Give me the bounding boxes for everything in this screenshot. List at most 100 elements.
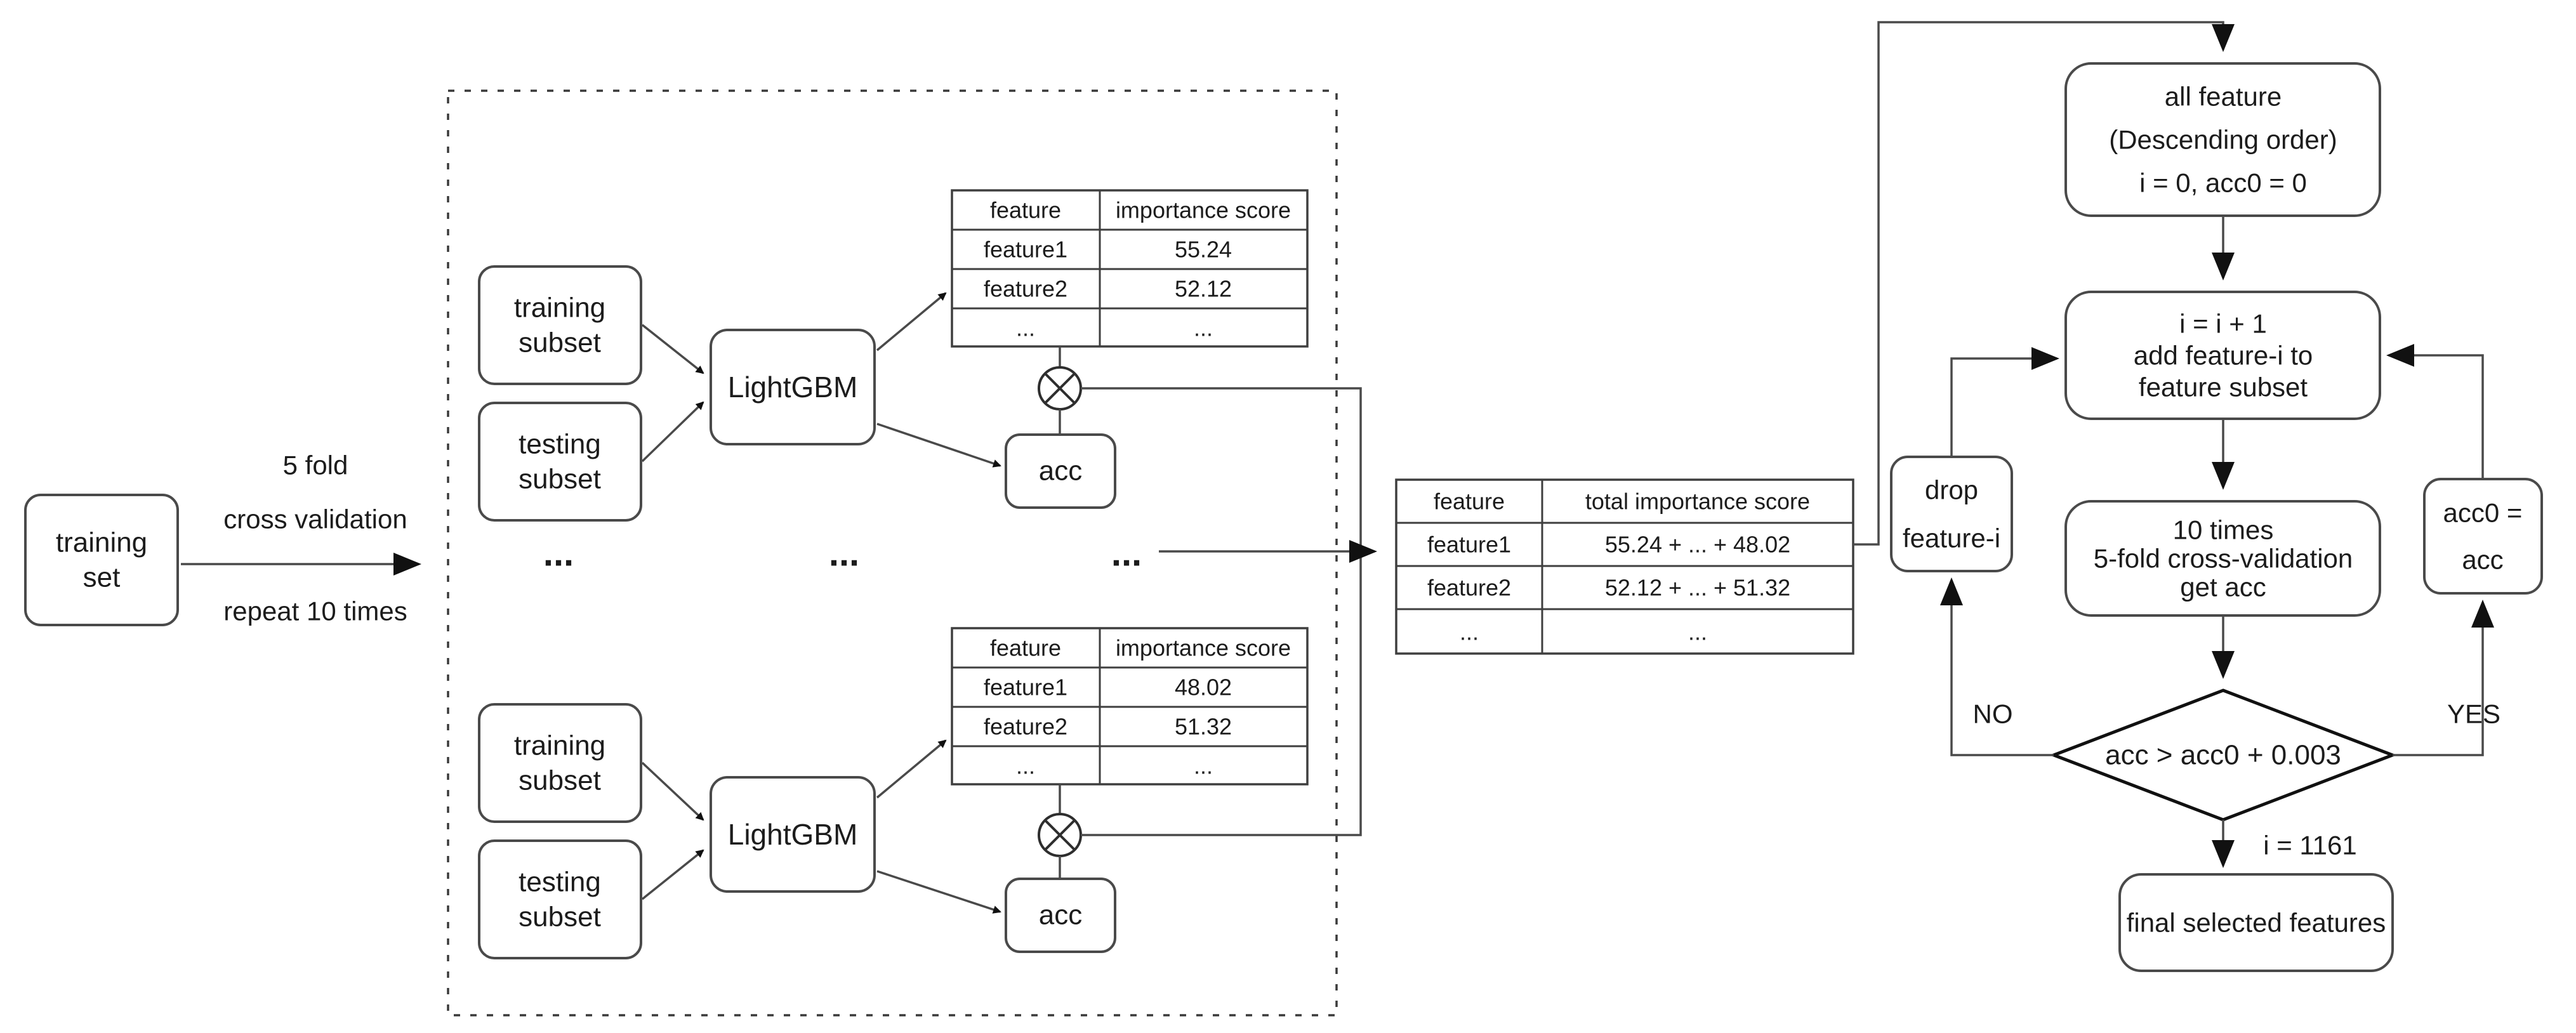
folds-ellipsis-3: ... xyxy=(1111,533,1142,574)
final-features-label: final selected features xyxy=(2127,908,2386,938)
decision-no-label: NO xyxy=(1973,699,2013,729)
edge-trainingsubset-lightgbm-top xyxy=(641,324,704,374)
training-subset-bottom-line1: training xyxy=(514,730,605,761)
cv-label-repeat: repeat 10 times xyxy=(223,596,407,626)
tbltop-header-feature: feature xyxy=(990,197,1061,223)
acc-box-top xyxy=(1005,433,1116,509)
tbltop-header-score: importance score xyxy=(1116,197,1291,223)
cv-box-line3: get acc xyxy=(2180,572,2266,602)
folds-ellipsis-1: ... xyxy=(543,533,574,574)
tblbot-r1c1: feature1 xyxy=(984,674,1067,701)
acc-bottom-label: acc xyxy=(1039,900,1082,931)
edge-testingsubset-lightgbm-top xyxy=(641,401,704,463)
add-feature-line3: feature subset xyxy=(2139,372,2308,402)
cv-label-5fold: 5 fold xyxy=(283,451,348,480)
acc0-update-line1: acc0 = xyxy=(2443,498,2523,528)
edge-lightgbm-acc-bottom xyxy=(876,870,1001,914)
multiply-x2-bottom xyxy=(1044,819,1076,851)
tblbot-r3c1: ... xyxy=(1016,753,1035,779)
testing-subset-box-top xyxy=(478,402,642,522)
training-subset-box-top xyxy=(478,265,642,385)
edge-multiply-outputs-combine xyxy=(1081,387,1362,836)
tbltotal-r3c2: ... xyxy=(1688,619,1707,645)
testing-subset-top-line2: subset xyxy=(519,464,601,495)
cv-box-line2: 5-fold cross-validation xyxy=(2094,544,2353,574)
edge-lightgbm-table-top xyxy=(876,292,947,352)
edge-acc0-to-addfeature xyxy=(2386,344,2484,479)
training-set-label-line2: set xyxy=(83,562,121,593)
acc0-update-line2: acc xyxy=(2462,545,2503,575)
training-subset-top-line2: subset xyxy=(519,327,601,359)
training-subset-top-line1: training xyxy=(514,293,605,324)
testing-subset-top-line1: testing xyxy=(519,429,601,460)
importance-table-top: feature importance score feature1 55.24 … xyxy=(951,189,1309,348)
tbltotal-header-feature: feature xyxy=(1434,489,1505,515)
fold-group-top: training subset testing subset LightGBM … xyxy=(478,189,1309,522)
multiply-x2-top xyxy=(1044,372,1076,404)
acc-top-label: acc xyxy=(1039,456,1082,487)
lightgbm-bottom-label: LightGBM xyxy=(728,818,858,851)
edge-testingsubset-lightgbm-bottom xyxy=(641,849,704,900)
tbltop-r3c1: ... xyxy=(1016,315,1035,341)
total-importance-table: feature total importance score feature1 … xyxy=(1395,478,1854,655)
cross-validation-arrow-group: 5 fold cross validation repeat 10 times xyxy=(181,451,421,626)
multiply-circle-icon-top xyxy=(1038,366,1082,411)
final-features-box xyxy=(2118,873,2394,972)
training-set-label-line1: training xyxy=(56,527,147,558)
all-feature-line2: (Descending order) xyxy=(2109,125,2337,155)
edge-no-to-dropfeature xyxy=(1940,577,2054,756)
tblbot-r3c2: ... xyxy=(1194,753,1213,779)
testing-subset-bottom-line2: subset xyxy=(519,902,601,933)
all-feature-line3: i = 0, acc0 = 0 xyxy=(2139,168,2307,198)
tblbot-header-feature: feature xyxy=(990,635,1061,661)
feature-selection-flowchart: all feature (Descending order) i = 0, ac… xyxy=(1890,62,2543,972)
cv-box-line1: 10 times xyxy=(2173,515,2274,545)
testing-subset-box-bottom xyxy=(478,839,642,959)
tbltop-r2c1: feature2 xyxy=(984,276,1067,302)
training-subset-box-bottom xyxy=(478,703,642,823)
edge-lightgbm-acc-top xyxy=(876,423,1001,468)
drop-feature-line1: drop xyxy=(1925,475,1978,505)
acc-box-bottom xyxy=(1005,878,1116,953)
tbltotal-r2c2: 52.12 + ... + 51.32 xyxy=(1605,575,1790,601)
iteration-count-label: i = 1161 xyxy=(2263,831,2357,860)
tblbot-r1c2: 48.02 xyxy=(1175,674,1232,701)
edge-dropfeature-to-addfeature xyxy=(1950,347,2059,457)
tbltop-r1c1: feature1 xyxy=(984,237,1067,263)
add-feature-line1: i = i + 1 xyxy=(2179,309,2267,339)
training-set-node: training set xyxy=(24,494,179,626)
fold-group-bottom: training subset testing subset LightGBM … xyxy=(478,627,1309,959)
folds-ellipsis-2: ... xyxy=(829,533,859,574)
lightgbm-top-label: LightGBM xyxy=(728,371,858,404)
tblbot-header-score: importance score xyxy=(1116,635,1291,661)
edge-trainingsubset-lightgbm-bottom xyxy=(641,761,704,821)
decision-yes-label: YES xyxy=(2447,699,2500,729)
tbltotal-r2c1: feature2 xyxy=(1427,575,1511,601)
edge-yes-to-acc0 xyxy=(2393,600,2494,756)
lightgbm-box-bottom xyxy=(710,776,876,893)
tbltotal-r1c2: 55.24 + ... + 48.02 xyxy=(1605,532,1790,558)
tbltotal-r3c1: ... xyxy=(1460,619,1479,645)
drop-feature-box xyxy=(1890,456,2013,572)
tbltotal-header-score: total importance score xyxy=(1585,489,1810,515)
training-set-box xyxy=(24,494,179,626)
training-subset-bottom-line2: subset xyxy=(519,765,601,796)
acc0-update-box xyxy=(2423,478,2543,595)
all-feature-line1: all feature xyxy=(2165,82,2282,112)
cv-label-crossvalidation: cross validation xyxy=(223,504,407,534)
importance-table-bottom: feature importance score feature1 48.02 … xyxy=(951,627,1309,786)
tbltop-r3c2: ... xyxy=(1194,315,1213,341)
decision-label: acc > acc0 + 0.003 xyxy=(2105,740,2341,771)
add-feature-line2: add feature-i to xyxy=(2134,341,2313,371)
edge-totaltable-to-allfeature xyxy=(1853,21,2235,546)
drop-feature-line2: feature-i xyxy=(1903,523,2000,553)
lightgbm-box-top xyxy=(710,329,876,445)
tbltop-r1c2: 55.24 xyxy=(1175,237,1232,263)
edge-lightgbm-table-bottom xyxy=(876,739,947,799)
tbltop-r2c2: 52.12 xyxy=(1175,276,1232,302)
tblbot-r2c2: 51.32 xyxy=(1175,714,1232,740)
testing-subset-bottom-line1: testing xyxy=(519,867,601,898)
tblbot-r2c1: feature2 xyxy=(984,714,1067,740)
